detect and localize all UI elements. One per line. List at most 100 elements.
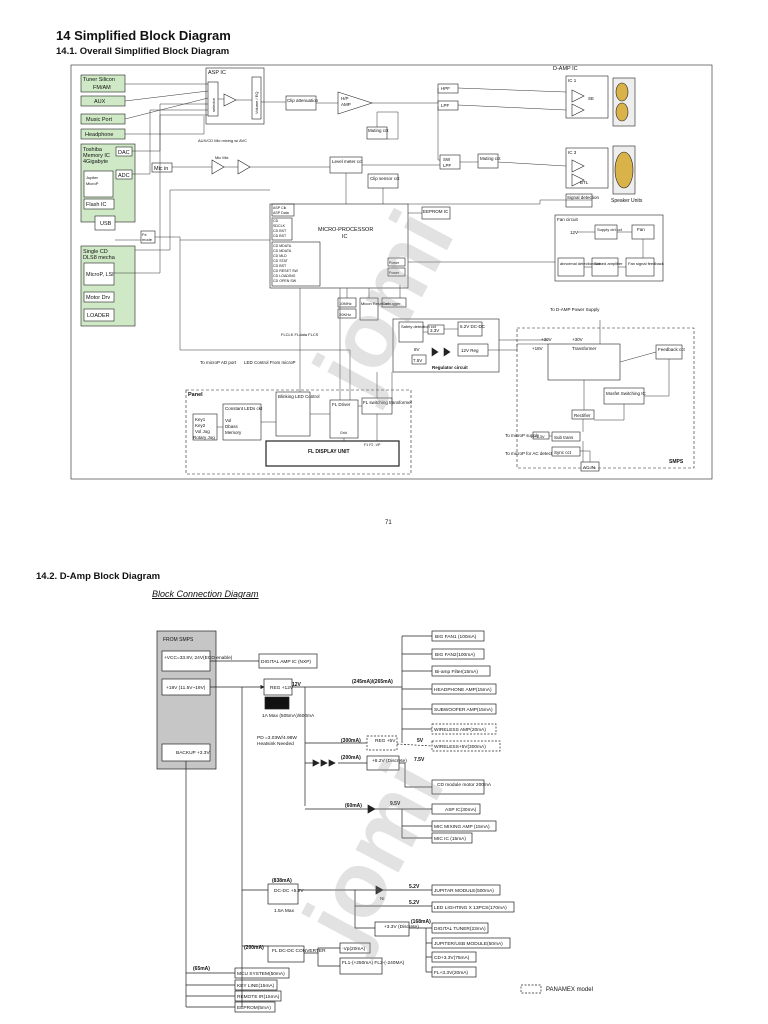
v5-label: 5V [417, 738, 424, 744]
port-10: CD MLD [273, 254, 287, 258]
port-1: ASP Data [273, 211, 289, 215]
reg-8v-label: 8V [414, 347, 420, 352]
l12-1: BIG FAN2(100mA) [435, 652, 475, 658]
l12-4: SUBWOOFER AMP(15mA) [434, 707, 493, 713]
l95-1: MIC MIXING AMP (15mA) [434, 824, 490, 830]
reg-7v5-label: 7.5V [413, 358, 422, 363]
reg-diodes [431, 347, 451, 357]
l65-1: KEY LINE(15mA) [237, 983, 275, 989]
mic-in-block [151, 162, 173, 173]
power-label-2: Power [389, 271, 400, 275]
loader-block [83, 308, 115, 322]
l65-2-box [234, 990, 282, 1002]
d2-wire-7v5 [399, 762, 432, 788]
asp-ic-block [205, 67, 265, 125]
micro-label-2: IC [342, 234, 348, 240]
jupiter-block [83, 170, 114, 198]
l12-6: WIRELESS+5V(300mA) [434, 744, 486, 750]
cd-mecha-label: DLS8 mecha [83, 255, 116, 261]
blinking-label: Blinking LED Control [278, 394, 320, 399]
speaker-woofer [614, 151, 634, 189]
panamex-legend-box [520, 984, 542, 994]
panel-boundary [185, 389, 412, 475]
i300-label: (300mA) [341, 738, 361, 744]
key1-label: Key1 [195, 417, 206, 422]
ic1-amp-b [571, 103, 585, 117]
l95-2: MIC IC (15mA) [434, 836, 466, 842]
micro-label-1: MICRO-PROCESSOR [318, 227, 373, 233]
damp-ic-label: D-AMP IC [553, 66, 578, 72]
port-3: CD [273, 219, 279, 223]
fan-circuit-label: Fan circuit [557, 217, 579, 222]
fan-signal-label: Fan signal feedback [628, 261, 664, 266]
l33-1-box [431, 937, 511, 949]
port-0: ASP Clk [273, 206, 287, 210]
l33-1: JUPITER/USB MODULE(50mA) [434, 941, 503, 947]
fl12-box [339, 957, 383, 975]
level-meter-label: Level meter cct [332, 159, 363, 164]
fe-label: Fe [142, 232, 147, 237]
mic-amp-2 [237, 159, 251, 175]
dcdc-box [267, 883, 299, 905]
ic3-label: IC 3 [568, 150, 577, 155]
l12-0-box [431, 630, 485, 642]
flash-ic-label: Flash IC [86, 202, 107, 208]
rotary-jog-label: Rotary Jog [193, 435, 215, 440]
jupiter-label: Jupiter [86, 175, 99, 180]
pd-label: PD =3.03W/4.98W [257, 735, 297, 741]
sync-label: Sync cct [554, 450, 572, 455]
volume-eq-block [251, 76, 262, 120]
ic1-block [565, 75, 609, 119]
l12-2-box [431, 665, 491, 677]
l65-0-box [234, 967, 290, 979]
dcdc-label: DC-DC +5.2V [274, 888, 304, 894]
sw-label: SW [443, 157, 451, 162]
safety-label: Safety detection cct [401, 324, 437, 329]
led-label: LED LIGHTING X 13PCS(170mA) [434, 905, 507, 911]
i245-label: (245mA)/(265mA) [352, 679, 393, 685]
adc-label: ADC [118, 173, 130, 179]
i60-label: (60mA) [345, 803, 362, 809]
v52a-label: 5.2V [409, 884, 420, 890]
heatsink-label: Heatsink Needed [257, 741, 294, 747]
d2-wire-18v-down [241, 687, 268, 1007]
cdm-box [431, 779, 485, 795]
i65-label: (65mA) [193, 966, 210, 972]
fan-circuit-block [554, 214, 664, 282]
mode-label: mode [142, 237, 153, 242]
sub-trans-label: Sub trans [554, 435, 574, 440]
microprocessor-block [269, 203, 409, 289]
memory-label: Memory [225, 430, 242, 435]
toshiba-label: Toshiba [83, 147, 103, 153]
l95-0-box [431, 803, 481, 815]
ic3-block [565, 147, 609, 189]
mixing-note: AUX/CD Mic mixing w/ AVC [198, 138, 247, 143]
v75-label: 7.5V [414, 757, 425, 763]
reg-3v3-label: 3.3V [430, 328, 439, 333]
sub-trans-block [551, 431, 581, 442]
l65-1-box [234, 979, 278, 991]
damp-block-diagram: FROM SMPS +VCC=33.8V, 24V(ECO enable) +1… [156, 630, 593, 1013]
backup-label: BACKUP +3.3V [176, 750, 210, 756]
fmam-label: FM/AM [93, 85, 111, 91]
xtal-20khz-label: 20KHz [339, 312, 351, 317]
dac-block [115, 146, 133, 157]
smps-boundary [516, 327, 695, 469]
d2-wire-12v [292, 635, 432, 743]
smps-30v-b-label: +30V [572, 337, 583, 342]
p33-block [532, 431, 550, 440]
hp-amp-label2: AMP [341, 102, 351, 107]
led-box [431, 901, 515, 913]
l33-2-box [431, 951, 477, 963]
se-label: SE [588, 96, 594, 101]
d2-diode-9v5 [367, 804, 376, 814]
reg12-max-label: 1A Max (505mA)/600mA [262, 713, 315, 719]
v18-label: +18V (11.5V~19V) [166, 685, 206, 691]
debugger-label: Debugger [383, 301, 401, 306]
port-13: CD RESET SW [273, 269, 299, 273]
diagram-frame [70, 64, 713, 480]
sync-block [551, 446, 581, 457]
power-port-1 [387, 257, 406, 267]
to-microp-ac: To microP for AC detect [505, 451, 553, 456]
motor-drv-block [83, 291, 115, 303]
